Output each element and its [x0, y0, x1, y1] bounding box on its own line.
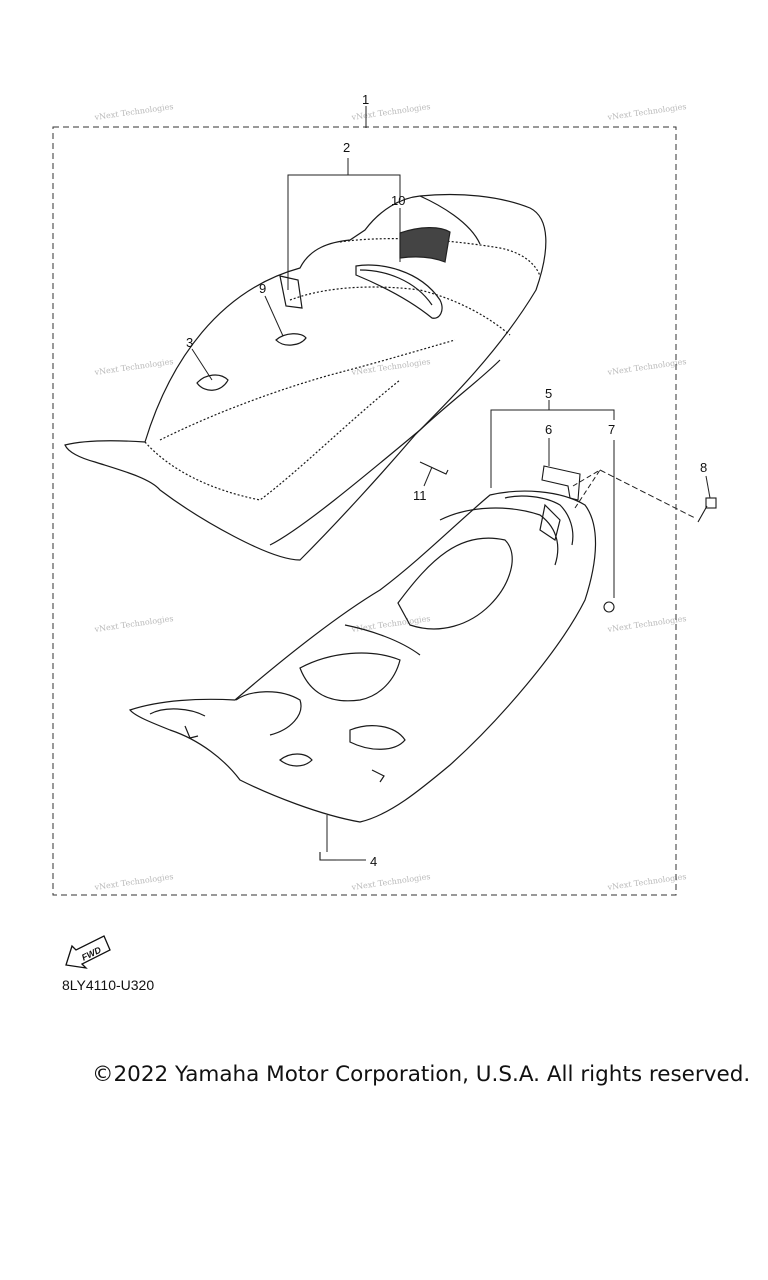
callout-4: 4 [370, 854, 377, 869]
leader-lines [191, 106, 711, 861]
callout-8: 8 [700, 460, 707, 475]
callout-10: 10 [391, 193, 405, 208]
watermark: vNext Technologies [606, 102, 687, 122]
fwd-arrow-icon [65, 935, 111, 969]
watermark: vNext Technologies [606, 614, 687, 634]
bolt-shank [697, 505, 708, 523]
small-parts [319, 461, 717, 861]
callout-3: 3 [186, 335, 193, 350]
assembly-boundary [52, 126, 677, 896]
watermark: vNext Technologies [606, 872, 687, 892]
watermark: vNext Technologies [93, 357, 174, 377]
diagram-code: 8LY4110-U320 [62, 977, 155, 993]
watermark: vNext Technologies [350, 357, 431, 377]
nut [603, 601, 615, 613]
callout-7: 7 [608, 422, 615, 437]
watermark: vNext Technologies [606, 357, 687, 377]
callouts: 1 2 3 4 5 6 7 8 9 10 11 [186, 92, 707, 869]
callout-2: 2 [343, 140, 350, 155]
bolt-head [705, 497, 717, 509]
pin [419, 461, 449, 475]
watermark: vNext Technologies [93, 614, 174, 634]
bracket [541, 465, 581, 501]
copyright-notice: ©2022 Yamaha Motor Corporation, U.S.A. A… [92, 1062, 751, 1087]
watermark: vNext Technologies [93, 872, 174, 892]
seat-base [128, 490, 597, 823]
clip [319, 852, 336, 861]
watermark-layer: vNext Technologies vNext Technologies vN… [93, 102, 687, 892]
callout-9: 9 [259, 281, 266, 296]
callout-5: 5 [545, 386, 552, 401]
watermark: vNext Technologies [350, 614, 431, 634]
watermark: vNext Technologies [93, 102, 174, 122]
callout-1: 1 [362, 92, 369, 107]
fwd-arrow: FWD [65, 935, 111, 969]
callout-6: 6 [545, 422, 552, 437]
seat [64, 193, 547, 561]
callout-11: 11 [413, 488, 427, 503]
watermark: vNext Technologies [350, 872, 431, 892]
